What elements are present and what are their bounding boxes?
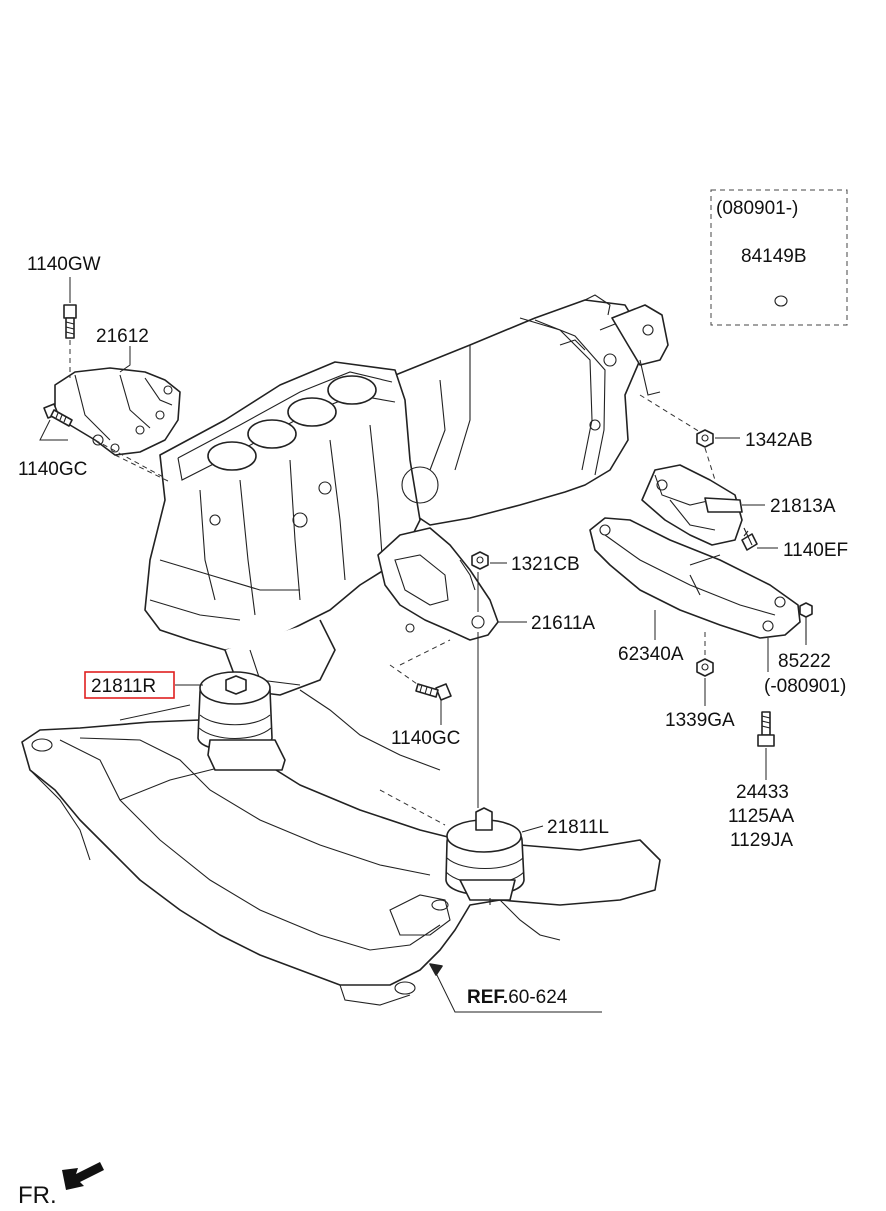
label-1129JA: 1129JA (730, 830, 793, 851)
bolt-1140GW[interactable] (63, 304, 77, 339)
reference-prefix: REF. (467, 987, 508, 1008)
label-85222: 85222 (778, 651, 831, 672)
nut-1342AB[interactable] (696, 429, 714, 448)
label-1342AB: 1342AB (745, 430, 813, 451)
label-1125AA: 1125AA (728, 806, 795, 827)
engine-transmission-assembly (144, 294, 669, 696)
bolt-1140EF[interactable] (741, 527, 758, 551)
bolt-1140GC-left[interactable] (43, 403, 73, 427)
reference-code: 60-624 (508, 987, 568, 1008)
label-1140GC-left: 1140GC (18, 459, 87, 480)
label-24433: 24433 (736, 782, 789, 803)
part-84149B-icon (774, 295, 788, 307)
label-85222-note: (-080901) (764, 676, 846, 697)
crossmember-62340A[interactable] (589, 517, 801, 639)
highlight-box-21811R[interactable] (84, 671, 175, 699)
transmission-mount-21813A[interactable] (641, 464, 743, 546)
reference-label[interactable]: REF.60-624 (467, 987, 568, 1008)
label-21611A: 21611A (531, 613, 595, 634)
nut-1321CB[interactable] (471, 551, 489, 570)
label-21811R[interactable]: 21811R (91, 676, 156, 697)
bolt-24433[interactable] (757, 711, 775, 747)
engine-mount-21811L[interactable] (445, 807, 525, 905)
nut-1339GA[interactable] (696, 658, 714, 677)
bolt-85222[interactable] (799, 602, 813, 640)
arrow-icon (62, 1162, 104, 1190)
inset-box (710, 189, 848, 326)
label-62340A: 62340A (618, 644, 684, 665)
front-direction-label: FR. (18, 1182, 57, 1209)
label-1140GC-middle: 1140GC (391, 728, 460, 749)
engine-mount-bracket-21612[interactable] (54, 367, 181, 456)
subframe (21, 689, 661, 1006)
label-1321CB: 1321CB (511, 554, 580, 575)
engine-mount-bracket-21611A[interactable] (377, 527, 499, 641)
inset-date: (080901-) (716, 198, 798, 219)
label-1140GW: 1140GW (27, 254, 101, 275)
bolt-1140GC-middle[interactable] (415, 683, 452, 701)
label-84149B: 84149B (741, 246, 807, 267)
leader-lines (39, 277, 807, 1013)
label-1140EF: 1140EF (783, 540, 848, 561)
engine-mount-21811R[interactable] (197, 671, 286, 771)
label-21612: 21612 (96, 326, 149, 347)
label-21811L: 21811L (547, 817, 609, 838)
label-1339GA: 1339GA (665, 710, 735, 731)
label-21813A: 21813A (770, 496, 836, 517)
